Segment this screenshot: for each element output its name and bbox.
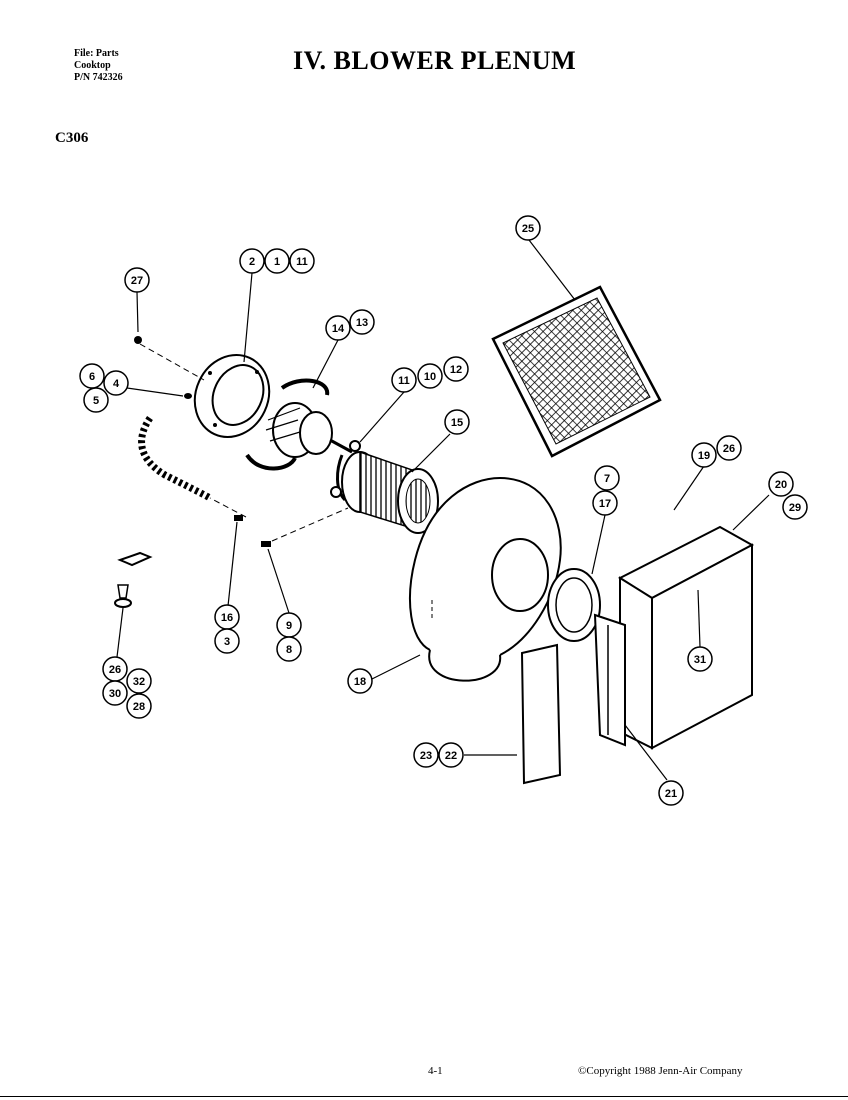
model-number: C306 (55, 130, 89, 146)
gasket-ring (547, 568, 601, 642)
callout-31: 31 (687, 646, 713, 672)
duct-housing-box (593, 525, 755, 750)
callout-4-label: 4 (113, 378, 120, 390)
callout-30-label: 30 (109, 688, 121, 700)
motor-mount-ring (193, 354, 271, 438)
callout-8-label: 8 (286, 644, 292, 656)
screw-30 (114, 584, 132, 608)
callout-18: 18 (347, 668, 373, 694)
cover-plate (520, 643, 562, 785)
callout-22-label: 22 (445, 750, 457, 762)
callout-4: 4 (103, 370, 129, 396)
part-number-line: P/N 742326 (74, 72, 123, 83)
grease-filter (491, 285, 662, 458)
callout-15-label: 15 (451, 417, 463, 429)
callout-3-label: 3 (224, 636, 230, 648)
callout-1-label: 1 (274, 256, 280, 268)
callout-7: 7 (594, 465, 620, 491)
callout-11-mid: 11 (391, 367, 417, 393)
callout-12-label: 12 (450, 364, 462, 376)
leader-lines (116, 239, 770, 781)
callout-16: 16 (214, 604, 240, 630)
callout-26-top-label: 26 (723, 443, 735, 455)
callout-13: 13 (349, 309, 375, 335)
callout-17-label: 17 (599, 498, 611, 510)
callout-23-label: 23 (420, 750, 432, 762)
callout-28: 28 (126, 693, 152, 719)
callout-11-top-label: 11 (296, 256, 308, 268)
callout-16-label: 16 (221, 612, 233, 624)
blower-motor (245, 378, 353, 471)
callout-19-label: 19 (698, 450, 710, 462)
callout-7-label: 7 (604, 473, 610, 485)
callout-17: 17 (592, 490, 618, 516)
callouts: 27 2 1 11 14 13 6 4 5 11 10 12 15 25 19 … (79, 215, 808, 806)
callout-21: 21 (658, 780, 684, 806)
callout-12: 12 (443, 356, 469, 382)
callout-9: 9 (276, 612, 302, 638)
callout-22: 22 (438, 742, 464, 768)
callout-11-mid-label: 11 (398, 375, 410, 387)
callout-5: 5 (83, 387, 109, 413)
callout-26-top: 26 (716, 435, 742, 461)
callout-25-label: 25 (522, 223, 534, 235)
callout-29: 29 (782, 494, 808, 520)
screw-6 (184, 393, 192, 399)
screw-9 (261, 541, 271, 547)
callout-25: 25 (515, 215, 541, 241)
callout-2: 2 (239, 248, 265, 274)
page-title: IV. BLOWER PLENUM (293, 46, 577, 75)
file-line: File: Parts (74, 48, 119, 59)
callout-19: 19 (691, 442, 717, 468)
blower-wheel (341, 450, 439, 534)
clip-26 (117, 551, 153, 567)
callout-26-bottom: 26 (102, 656, 128, 682)
callout-14-label: 14 (332, 323, 345, 335)
callout-13-label: 13 (356, 317, 368, 329)
callout-11-top: 11 (289, 248, 315, 274)
callout-10: 10 (417, 363, 443, 389)
callout-3: 3 (214, 628, 240, 654)
screw-16 (234, 515, 243, 521)
callout-32-label: 32 (133, 676, 145, 688)
callout-26-bottom-label: 26 (109, 664, 121, 676)
callout-27-label: 27 (131, 275, 143, 287)
callout-6-label: 6 (89, 371, 95, 383)
wire-harness (138, 416, 212, 502)
callout-15: 15 (444, 409, 470, 435)
callout-29-label: 29 (789, 502, 801, 514)
copyright-notice: ©Copyright 1988 Jenn-Air Company (578, 1065, 743, 1077)
callout-10-label: 10 (424, 371, 436, 383)
callout-2-label: 2 (249, 256, 255, 268)
page-number: 4-1 (428, 1065, 443, 1077)
assembly-lines (139, 343, 349, 542)
callout-31-label: 31 (694, 654, 706, 666)
callout-30: 30 (102, 680, 128, 706)
callout-32: 32 (126, 668, 152, 694)
motor-bracket (330, 440, 361, 502)
callout-27: 27 (124, 267, 150, 293)
product-line: Cooktop (74, 60, 111, 71)
screw-27 (134, 336, 142, 344)
callout-8: 8 (276, 636, 302, 662)
callout-5-label: 5 (93, 395, 99, 407)
file-reference: File: Parts Cooktop P/N 742326 (74, 48, 123, 84)
callout-28-label: 28 (133, 701, 145, 713)
callout-20: 20 (768, 471, 794, 497)
callout-23: 23 (413, 742, 439, 768)
callout-14: 14 (325, 315, 351, 341)
bottom-rule (0, 1096, 848, 1097)
callout-9-label: 9 (286, 620, 292, 632)
callout-18-label: 18 (354, 676, 366, 688)
callout-1: 1 (264, 248, 290, 274)
callout-20-label: 20 (775, 479, 787, 491)
plenum-housing (409, 476, 562, 682)
callout-6: 6 (79, 363, 105, 389)
callout-21-label: 21 (665, 788, 677, 800)
